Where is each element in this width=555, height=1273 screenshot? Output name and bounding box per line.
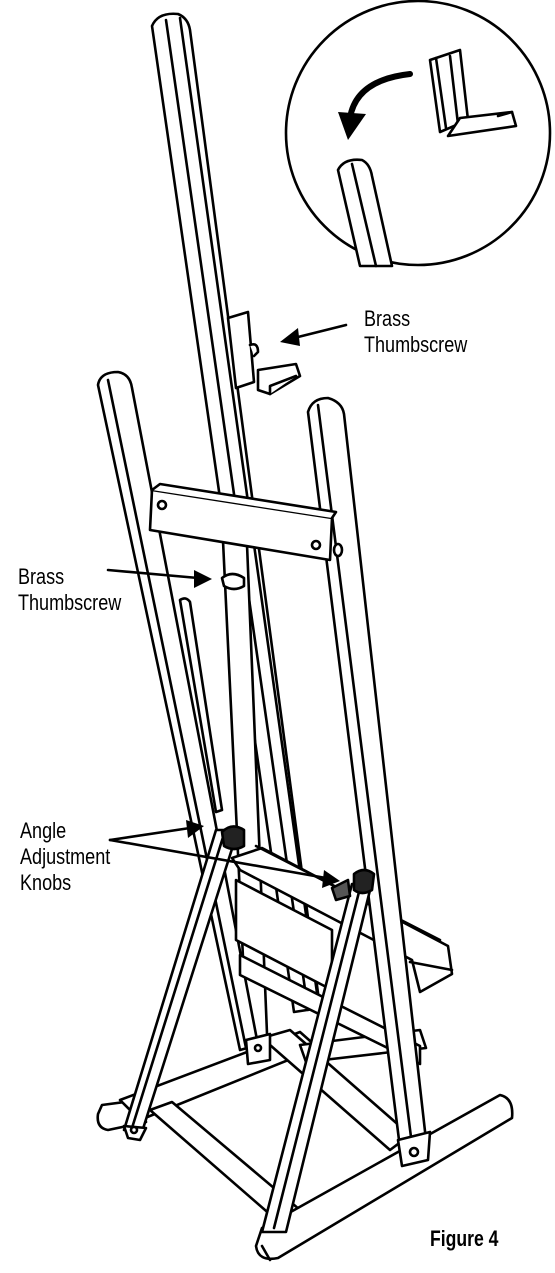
thumbscrew-middle [220,572,246,591]
label-line: Brass [364,306,411,331]
curved-arrow-icon [347,71,413,121]
label-line: Thumbscrew [18,590,122,615]
angle-knobs [220,825,376,902]
detail-inset [284,0,552,268]
label-line: Angle [20,818,67,843]
label-angle-adjustment-knobs: Angle Adjustment Knobs [20,818,110,896]
top-clamp [226,310,302,396]
upper-crossbar [148,482,344,562]
right-leg [306,396,432,1168]
label-brass-thumbscrew-middle: Brass Thumbscrew [18,564,121,616]
label-line: Knobs [20,870,72,895]
label-brass-thumbscrew-top: Brass Thumbscrew [364,306,467,358]
front-brace [122,828,374,1234]
label-line: Adjustment [20,844,111,869]
figure-caption: Figure 4 [430,1226,499,1251]
pointer-arrows [106,323,348,888]
label-line: Brass [18,564,65,589]
label-line: Thumbscrew [364,332,468,357]
